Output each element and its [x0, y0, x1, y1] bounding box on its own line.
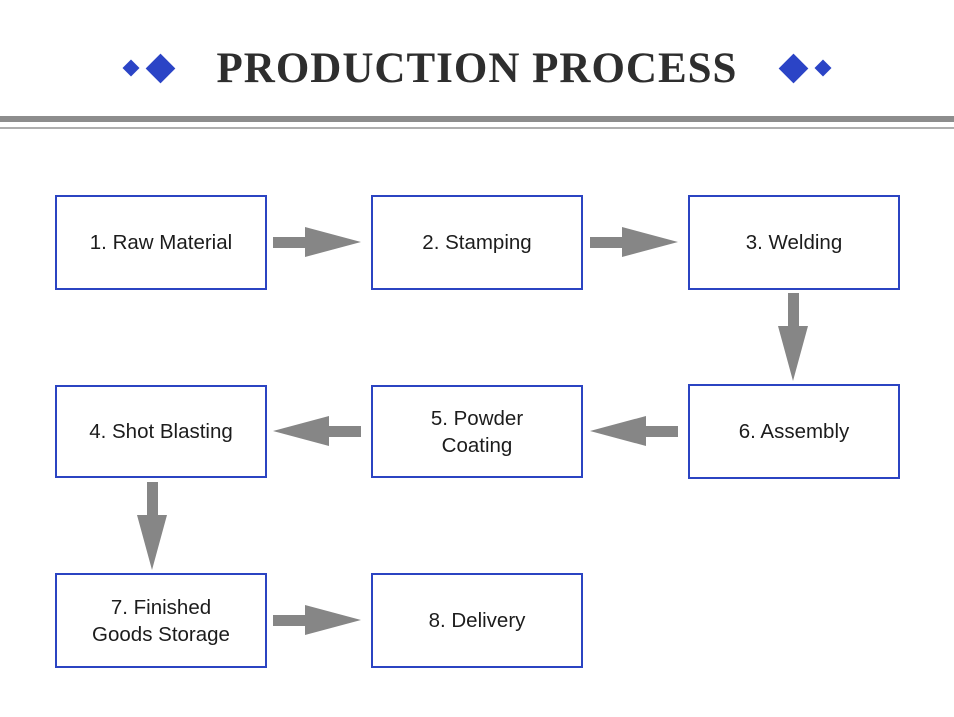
arrow-right-icon: [590, 227, 678, 257]
arrow-right-icon: [273, 605, 361, 635]
arrow-shaft: [329, 425, 361, 437]
large-diamond-icon: [779, 53, 809, 83]
arrow-shaft: [273, 236, 305, 248]
large-diamond-icon: [145, 53, 175, 83]
arrow-head: [305, 605, 361, 635]
arrow-head: [305, 227, 361, 257]
arrow-down-icon: [778, 293, 808, 381]
flow-box-finished-goods-storage: 7. Finished Goods Storage: [55, 573, 267, 668]
flow-box-powder-coating: 5. Powder Coating: [371, 385, 583, 478]
flow-box-delivery: 8. Delivery: [371, 573, 583, 668]
arrow-shaft: [590, 236, 622, 248]
divider-line-thin: [0, 127, 954, 129]
flow-box-assembly: 6. Assembly: [688, 384, 900, 479]
arrow-left-icon: [273, 416, 361, 446]
small-diamond-icon: [122, 59, 140, 77]
flow-box-raw-material: 1. Raw Material: [55, 195, 267, 290]
arrow-left-icon: [590, 416, 678, 446]
flow-box-stamping: 2. Stamping: [371, 195, 583, 290]
flow-box-shot-blasting: 4. Shot Blasting: [55, 385, 267, 478]
arrow-head: [137, 515, 167, 570]
arrow-shaft: [646, 425, 678, 437]
title-bar: PRODUCTION PROCESS: [0, 34, 954, 102]
arrow-head: [778, 326, 808, 381]
arrow-right-icon: [273, 227, 361, 257]
divider-line-thick: [0, 116, 954, 122]
flow-box-welding: 3. Welding: [688, 195, 900, 290]
small-diamond-icon: [814, 59, 832, 77]
page-title: PRODUCTION PROCESS: [216, 44, 738, 92]
arrow-down-icon: [137, 482, 167, 570]
arrow-shaft: [787, 293, 799, 326]
arrow-head: [273, 416, 329, 446]
arrow-shaft: [273, 614, 305, 626]
arrow-head: [622, 227, 678, 257]
arrow-shaft: [146, 482, 158, 515]
arrow-head: [590, 416, 646, 446]
